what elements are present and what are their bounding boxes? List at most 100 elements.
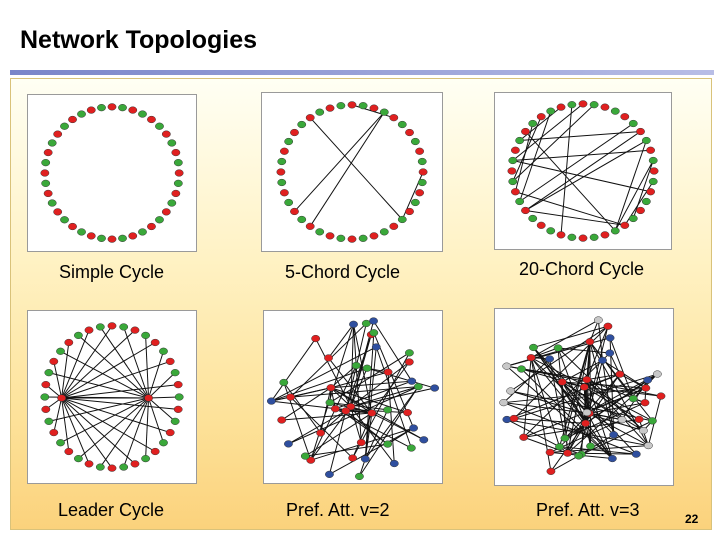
pa-node bbox=[545, 355, 554, 363]
leader-edge bbox=[61, 342, 156, 399]
cycle-node bbox=[536, 221, 546, 229]
pa-edge bbox=[364, 346, 377, 459]
pa-edge bbox=[310, 324, 354, 461]
pa-node bbox=[617, 416, 627, 424]
pa-edge bbox=[523, 352, 611, 438]
pa-node bbox=[563, 449, 573, 457]
cycle-node bbox=[173, 159, 183, 167]
pa-node bbox=[579, 383, 589, 391]
pa-edge bbox=[530, 319, 599, 359]
chord-edge bbox=[514, 123, 534, 192]
pa-node bbox=[362, 364, 372, 372]
cycle-node bbox=[53, 130, 63, 138]
cycle-node bbox=[56, 439, 65, 447]
leader-edge bbox=[53, 397, 63, 433]
cycle-node bbox=[610, 107, 620, 115]
pa-edge bbox=[353, 324, 373, 414]
cycle-node bbox=[130, 460, 140, 468]
pa-node bbox=[355, 472, 364, 481]
leader-edge bbox=[61, 325, 113, 399]
cycle-node bbox=[417, 178, 427, 187]
cycle-node bbox=[277, 157, 287, 166]
cycle-node bbox=[119, 463, 129, 471]
pa-node bbox=[341, 407, 351, 415]
leader-edge bbox=[61, 329, 90, 399]
pa-node bbox=[349, 320, 358, 328]
cycle-node bbox=[578, 234, 588, 242]
leader-edge bbox=[61, 397, 171, 434]
pa-node bbox=[311, 334, 321, 343]
cycle-node bbox=[410, 198, 420, 207]
cycle-node bbox=[336, 102, 346, 110]
pa-edge bbox=[589, 319, 599, 342]
pa-node bbox=[413, 383, 423, 391]
pa-edge bbox=[364, 409, 389, 460]
pa-edge bbox=[549, 358, 566, 439]
cycle-node bbox=[620, 221, 630, 229]
pa-edge bbox=[330, 380, 412, 389]
pa-edge bbox=[584, 386, 662, 397]
pa-node bbox=[267, 397, 276, 405]
pa-node bbox=[383, 406, 392, 414]
cycle-node bbox=[47, 139, 57, 147]
pa-node bbox=[652, 370, 662, 378]
cycle-node bbox=[556, 103, 566, 111]
pa-edge bbox=[586, 373, 620, 381]
pa-edge bbox=[305, 443, 388, 457]
pa-node bbox=[529, 343, 538, 352]
pa-edge bbox=[329, 427, 414, 475]
leader-edge bbox=[61, 329, 136, 399]
cycle-node bbox=[171, 189, 181, 198]
pa-edge bbox=[503, 387, 646, 404]
cycle-node bbox=[347, 235, 357, 243]
cycle-node bbox=[138, 228, 147, 236]
chord-edge bbox=[525, 131, 641, 211]
cycle-node bbox=[41, 381, 51, 389]
pa-edge bbox=[558, 347, 610, 354]
cycle-node bbox=[118, 104, 127, 112]
pa-node bbox=[560, 434, 570, 442]
pa-edge bbox=[503, 358, 550, 403]
cycle-node bbox=[97, 234, 106, 242]
cycle-node bbox=[119, 323, 129, 331]
chord-edge bbox=[512, 104, 595, 182]
pa-node bbox=[330, 405, 340, 413]
pa-node bbox=[546, 467, 556, 475]
pa-node bbox=[643, 441, 653, 450]
pa-node bbox=[383, 368, 393, 376]
label-leader-cycle: Leader Cycle bbox=[58, 500, 165, 520]
pa-edge bbox=[350, 361, 410, 408]
pa-node bbox=[369, 329, 379, 337]
leader-edge bbox=[53, 361, 63, 399]
pa-node bbox=[603, 322, 613, 330]
pa-edge bbox=[271, 338, 317, 402]
pa-node bbox=[631, 450, 641, 458]
cycle-node bbox=[159, 347, 168, 355]
cycle-node bbox=[369, 104, 379, 112]
pa-edge bbox=[320, 387, 332, 434]
pa-edge bbox=[271, 346, 377, 402]
cycle-node bbox=[521, 206, 530, 215]
chord-edge bbox=[519, 111, 552, 202]
pa-edge bbox=[329, 402, 388, 411]
cycle-node bbox=[107, 322, 117, 330]
pa-edge bbox=[533, 325, 609, 348]
cycle-node bbox=[60, 122, 69, 130]
cycle-node bbox=[589, 101, 599, 109]
pa-node bbox=[325, 398, 335, 407]
cycle-node bbox=[44, 369, 54, 377]
pa-edge bbox=[359, 386, 419, 477]
cycle-node bbox=[567, 233, 577, 241]
cycle-node bbox=[107, 464, 117, 472]
cycle-node bbox=[97, 104, 106, 112]
cycle-node bbox=[315, 108, 325, 116]
cycle-node bbox=[628, 119, 638, 128]
cycle-node bbox=[147, 115, 156, 124]
cycle-node bbox=[155, 122, 164, 130]
cycle-node bbox=[556, 231, 566, 239]
cycle-node bbox=[77, 110, 86, 118]
twenty-chord-cycle-diagram bbox=[494, 92, 672, 250]
leader-edge bbox=[123, 397, 150, 468]
pa-edge bbox=[350, 386, 419, 408]
cycle-node bbox=[389, 114, 399, 122]
